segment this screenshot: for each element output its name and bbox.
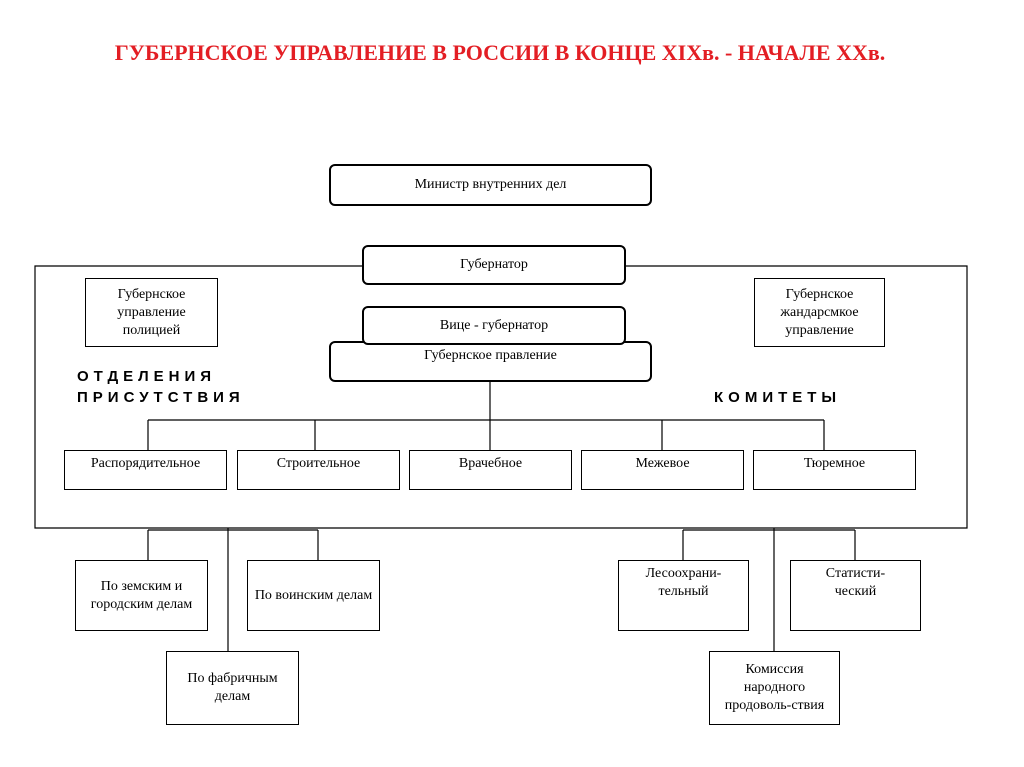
label-otdeleniya: ОТДЕЛЕНИЯ [77,368,217,385]
department-tyuremnoe: Тюремное [753,450,916,490]
department-rasporyaditelnoe: Распорядительное [64,450,227,490]
governor-box: Губернатор [362,245,626,285]
police-box: Губернское управление полицией [85,278,218,347]
committee-komissiya: Комиссия народного продоволь-ствия [709,651,840,725]
department-vrachebnoe: Врачебное [409,450,572,490]
presence-zemskie: По земским и городским делам [75,560,208,631]
governorate-board-box: Губернское правление [329,341,652,382]
page-title: ГУБЕРНСКОЕ УПРАВЛЕНИЕ В РОССИИ В КОНЦЕ X… [114,40,886,65]
presence-fabrichnye: По фабричным делам [166,651,299,725]
label-komitety: КОМИТЕТЫ [714,389,842,406]
presence-voinskie: По воинским делам [247,560,380,631]
committee-lesookhran: Лесоохрани-тельный [618,560,749,631]
gendarme-box: Губернское жандарсмкое управление [754,278,885,347]
department-mezhevoe: Межевое [581,450,744,490]
governor-frame-line [34,265,968,529]
vice-governor-box: Вице - губернатор [362,306,626,345]
department-stroitelnoe: Строительное [237,450,400,490]
minister-box: Министр внутренних дел [329,164,652,206]
committee-statist: Статисти-ческий [790,560,921,631]
label-prisutstviya: ПРИСУТСТВИЯ [77,389,245,406]
